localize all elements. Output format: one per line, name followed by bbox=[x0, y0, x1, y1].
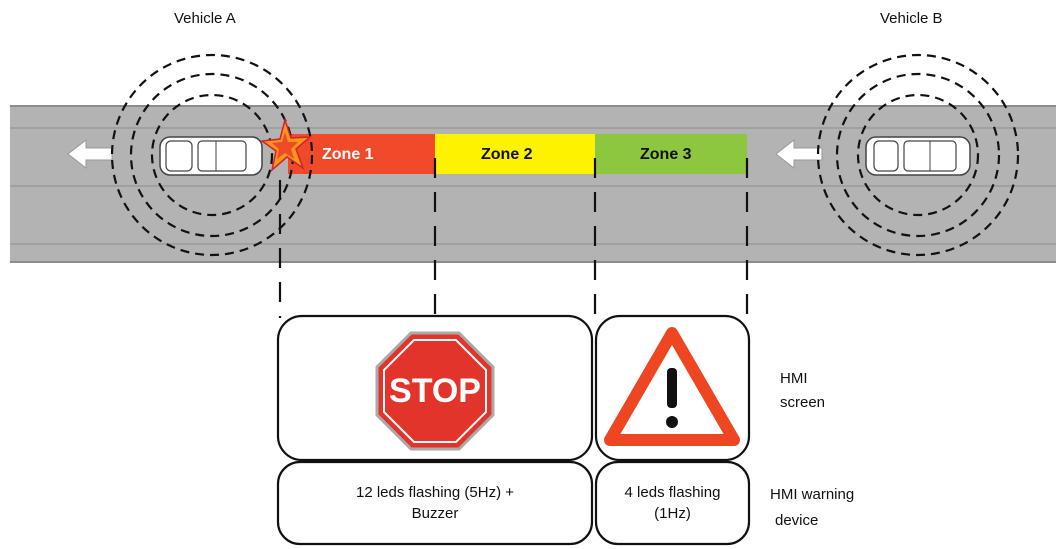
zone-2-bar bbox=[435, 134, 595, 174]
collision-star-icon bbox=[259, 117, 313, 173]
stop-sign-icon: STOP bbox=[375, 331, 495, 451]
arrow-left-icon bbox=[67, 138, 113, 170]
stop-sign-text: STOP bbox=[389, 372, 481, 410]
zone-1-bar bbox=[288, 134, 435, 174]
hmi-device-zone3-box bbox=[594, 460, 751, 546]
hmi-device-zone3-line1: 4 leds flashing bbox=[624, 484, 721, 501]
hmi-device-zone1-text: 12 leds flashing (5Hz) + Buzzer bbox=[278, 482, 592, 524]
warning-triangle-icon bbox=[604, 327, 740, 446]
car-icon bbox=[865, 136, 971, 176]
hmi-device-zone3-line2: (1Hz) bbox=[654, 505, 691, 522]
vehicle-a-label: Vehicle A bbox=[174, 10, 236, 27]
hmi-screen-label-line1: HMI bbox=[780, 370, 808, 387]
hmi-device-label-line2: device bbox=[775, 512, 819, 529]
hmi-device-zone3-text: 4 leds flashing (1Hz) bbox=[596, 482, 749, 524]
zone-2-label: Zone 2 bbox=[481, 146, 533, 163]
zone-3-label: Zone 3 bbox=[640, 146, 692, 163]
arrow-left-icon bbox=[775, 138, 823, 170]
road bbox=[10, 105, 1056, 263]
zone-3-bar bbox=[595, 134, 747, 174]
hmi-device-zone1-line1: 12 leds flashing (5Hz) + bbox=[356, 484, 514, 501]
vehicle-b-label: Vehicle B bbox=[880, 10, 943, 27]
hmi-device-label-line1: HMI warning bbox=[770, 486, 855, 503]
zone-1-label: Zone 1 bbox=[322, 146, 374, 163]
detection-rings-vehicle-b bbox=[816, 53, 1020, 257]
zone-boundary-lines bbox=[278, 158, 749, 318]
hmi-device-zone1-box bbox=[276, 460, 594, 546]
hmi-screen-label-line2: screen bbox=[780, 394, 826, 411]
car-icon bbox=[159, 136, 263, 176]
hmi-device-zone1-line2: Buzzer bbox=[411, 505, 459, 522]
